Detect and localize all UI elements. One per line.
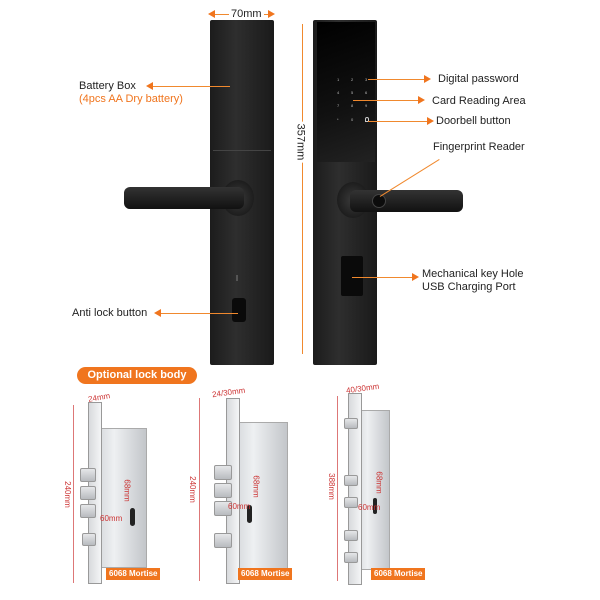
card-reading-label: Card Reading Area bbox=[432, 95, 526, 107]
mortise-badge: 6068 Mortise bbox=[106, 568, 161, 580]
optional-lock-body-title: Optional lock body bbox=[77, 367, 197, 384]
bolt bbox=[80, 486, 96, 500]
keypad-glass bbox=[317, 22, 375, 162]
password-pointer bbox=[368, 79, 424, 80]
key-hole-pointer bbox=[352, 277, 412, 278]
key-7[interactable]: 7 bbox=[337, 103, 340, 108]
mortise-center: 68mm bbox=[374, 471, 384, 494]
card-pointer bbox=[353, 100, 418, 101]
mortise-backset: 60mm bbox=[358, 503, 381, 512]
mortise-center: 68mm bbox=[251, 475, 261, 498]
bolt bbox=[344, 530, 358, 541]
key-8[interactable]: 8 bbox=[351, 103, 354, 108]
back-handle bbox=[124, 187, 244, 209]
indicator-dot bbox=[236, 275, 238, 281]
bolt bbox=[82, 533, 96, 546]
doorbell-label: Doorbell button bbox=[436, 115, 511, 127]
arrow-right-icon bbox=[424, 75, 431, 83]
digital-password-label: Digital password bbox=[438, 73, 519, 85]
bolt bbox=[344, 552, 358, 563]
cylinder-hole bbox=[130, 508, 135, 526]
bolt bbox=[214, 483, 232, 498]
arrow-left-icon bbox=[146, 82, 153, 90]
doorbell-pointer bbox=[368, 121, 428, 122]
mortise-center: 68mm bbox=[122, 479, 132, 502]
height-dim bbox=[199, 398, 200, 581]
key-4[interactable]: 4 bbox=[337, 90, 340, 95]
arrow-right-icon bbox=[427, 117, 434, 125]
battery-note-label: (4pcs AA Dry battery) bbox=[79, 93, 183, 105]
key-5[interactable]: 5 bbox=[351, 90, 354, 95]
doorbell-icon[interactable] bbox=[365, 117, 369, 122]
usb-port-label: USB Charging Port bbox=[422, 281, 516, 293]
anti-lock-button[interactable] bbox=[232, 298, 246, 322]
bolt bbox=[214, 465, 232, 480]
arrow-right-icon bbox=[418, 96, 425, 104]
key-1[interactable]: 1 bbox=[337, 77, 340, 82]
key-0[interactable]: 0 bbox=[351, 117, 354, 122]
height-label: 357mm bbox=[294, 121, 307, 163]
arrow-right-icon bbox=[412, 273, 419, 281]
cylinder-hole bbox=[247, 505, 252, 523]
mortise-height: 240mm bbox=[62, 481, 72, 508]
bolt bbox=[344, 497, 358, 508]
arrow-left-icon bbox=[208, 10, 215, 18]
mortise-badge: 6068 Mortise bbox=[238, 568, 293, 580]
mortise-width: 24mm bbox=[87, 391, 111, 404]
height-dim bbox=[337, 396, 338, 581]
mortise-height: 240mm bbox=[187, 476, 197, 503]
fingerprint-label: Fingerprint Reader bbox=[433, 141, 525, 153]
bolt bbox=[344, 418, 358, 429]
key-star[interactable]: * bbox=[337, 117, 339, 122]
bolt bbox=[214, 501, 232, 516]
battery-box-label: Battery Box bbox=[79, 80, 136, 92]
arrow-right-icon bbox=[268, 10, 275, 18]
fingerprint-sensor[interactable] bbox=[372, 194, 386, 208]
bolt bbox=[80, 504, 96, 518]
anti-lock-label: Anti lock button bbox=[72, 307, 148, 319]
mortise-backset: 60mm bbox=[228, 502, 251, 511]
anti-lock-pointer bbox=[158, 313, 238, 314]
key-2[interactable]: 2 bbox=[351, 77, 354, 82]
bolt bbox=[214, 533, 232, 548]
key-6[interactable]: 6 bbox=[365, 90, 368, 95]
cylinder-hole bbox=[373, 498, 377, 514]
front-handle bbox=[350, 190, 463, 212]
key-9[interactable]: 9 bbox=[365, 103, 368, 108]
bolt bbox=[80, 468, 96, 482]
mortise-height: 388mm bbox=[326, 473, 336, 500]
width-label: 70mm bbox=[229, 8, 264, 20]
battery-pointer bbox=[150, 86, 230, 87]
key-hole-cover[interactable] bbox=[341, 256, 363, 296]
mortise-width: 40/30mm bbox=[345, 381, 380, 396]
battery-cover-seam bbox=[213, 150, 271, 151]
key-hole-label: Mechanical key Hole bbox=[422, 268, 524, 280]
arrow-left-icon bbox=[154, 309, 161, 317]
mortise-badge: 6068 Mortise bbox=[371, 568, 426, 580]
mortise-backset: 60mm bbox=[100, 514, 123, 523]
bolt bbox=[344, 475, 358, 486]
height-dimension-line bbox=[302, 24, 303, 354]
height-dim bbox=[73, 405, 74, 583]
key-3[interactable]: 3 bbox=[365, 77, 368, 82]
